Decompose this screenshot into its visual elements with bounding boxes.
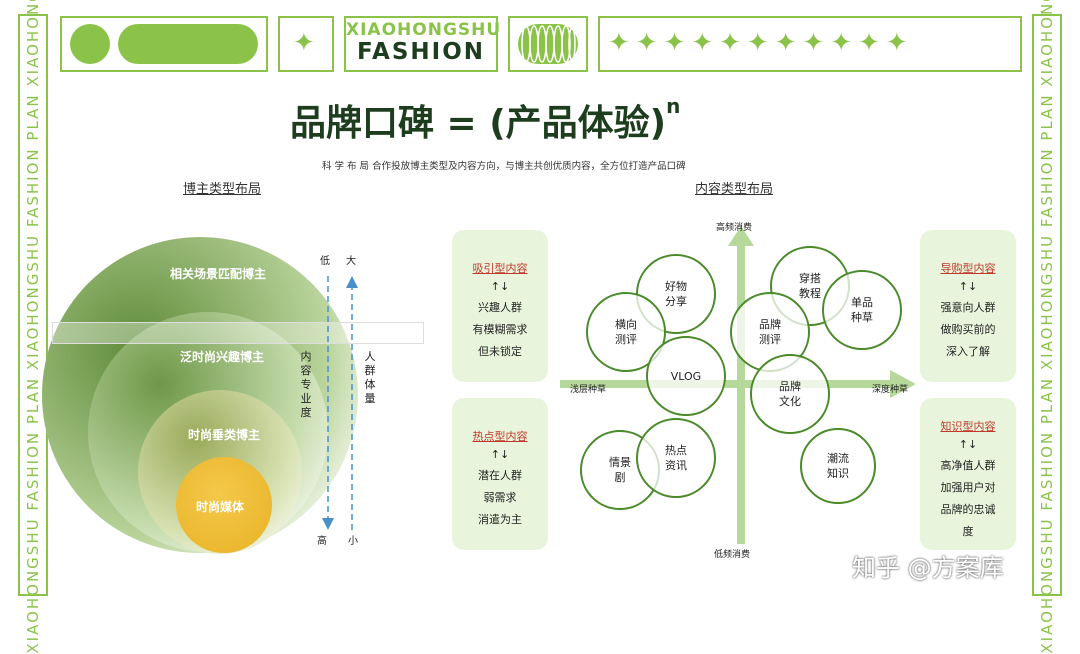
card-guide: 导购型内容 ↑↓ 强意向人群 做购买前的 深入了解 bbox=[920, 230, 1016, 382]
card-arrow: ↑↓ bbox=[490, 448, 510, 461]
card-hotspot: 热点型内容 ↑↓ 潜在人群 弱需求 消遣为主 bbox=[452, 398, 548, 550]
card-line: 有模糊需求 bbox=[472, 323, 528, 336]
card-title: 热点型内容 bbox=[472, 430, 528, 443]
bubble-single-item: 单品 种草 bbox=[822, 270, 902, 350]
card-knowledge: 知识型内容 ↑↓ 高净值人群 加强用户对 品牌的忠诚 度 bbox=[920, 398, 1016, 550]
content-quadrant-axes bbox=[560, 226, 916, 544]
axis1-bottom: 高 bbox=[317, 536, 327, 547]
bubble-hot-news: 热点 资讯 bbox=[636, 418, 716, 498]
layer-label-3: 时尚垂类博主 bbox=[188, 428, 261, 442]
card-attract: 吸引型内容 ↑↓ 兴趣人群 有模糊需求 但未锁定 bbox=[452, 230, 548, 382]
sparkle-row: ✦✦✦✦✦✦✦✦✦✦✦ bbox=[608, 28, 914, 58]
card-line: 强意向人群 bbox=[940, 301, 996, 314]
axis-top-label: 高频消费 bbox=[716, 223, 753, 233]
bubble-trend-knowledge: 潮流 知识 bbox=[800, 428, 876, 504]
card-title: 导购型内容 bbox=[940, 262, 996, 275]
bubble-brand-culture: 品牌 文化 bbox=[750, 354, 830, 434]
brand-line1: XIAOHONGSHU bbox=[346, 20, 502, 40]
card-arrow: ↑↓ bbox=[958, 438, 978, 451]
card-arrow: ↑↓ bbox=[490, 280, 510, 293]
deco-pill bbox=[118, 24, 258, 64]
right-side-text: XIAOHONGSHU FASHION PLAN XIAOHONGSHU FAS… bbox=[1038, 0, 1056, 654]
card-line: 加强用户对 bbox=[940, 481, 996, 494]
card-title: 知识型内容 bbox=[940, 420, 996, 433]
left-section-title: 博主类型布局 bbox=[183, 182, 262, 197]
axis-right-label: 深度种草 bbox=[872, 385, 909, 395]
card-line: 弱需求 bbox=[483, 491, 517, 504]
header-deco-box-4: ✦✦✦✦✦✦✦✦✦✦✦ bbox=[598, 16, 1022, 72]
brand-box: XIAOHONGSHU FASHION bbox=[344, 16, 502, 72]
header-deco-box-2 bbox=[278, 16, 334, 72]
left-axes bbox=[322, 276, 358, 530]
axis-left-label: 浅层种草 bbox=[570, 385, 607, 395]
highlight-strip bbox=[52, 322, 424, 344]
left-side-frame bbox=[18, 14, 48, 596]
page-title-exponent: n bbox=[666, 94, 681, 118]
card-line: 兴趣人群 bbox=[478, 301, 522, 314]
axis2-label: 人群体量 bbox=[364, 350, 376, 405]
card-title: 吸引型内容 bbox=[472, 262, 528, 275]
card-line: 但未锁定 bbox=[478, 345, 522, 358]
sparkle-icon: ✦ bbox=[293, 28, 315, 58]
axis2-bottom: 小 bbox=[348, 536, 358, 547]
right-section-title: 内容类型布局 bbox=[695, 182, 774, 197]
deco-circle bbox=[70, 24, 110, 64]
axis-bottom-label: 低频消费 bbox=[714, 550, 751, 560]
layer-label-2: 泛时尚兴趣博主 bbox=[180, 350, 265, 364]
page-title: 品牌口碑 = (产品体验)n bbox=[290, 94, 790, 146]
bubble-vlog: VLOG bbox=[646, 336, 726, 416]
header-deco-box-3 bbox=[508, 16, 588, 72]
brand-line2: FASHION bbox=[356, 39, 486, 65]
card-line: 度 bbox=[962, 525, 974, 538]
axis2-top: 大 bbox=[346, 256, 356, 267]
page-title-main: 品牌口碑 = (产品体验) bbox=[290, 103, 667, 144]
card-arrow: ↑↓ bbox=[958, 280, 978, 293]
layer-circle-core bbox=[176, 457, 272, 553]
coil-icon bbox=[518, 24, 578, 64]
horizontal-axis-arrow bbox=[560, 370, 916, 398]
axis1-top: 低 bbox=[320, 256, 330, 267]
card-line: 品牌的忠诚 bbox=[940, 503, 996, 516]
page-subtitle: 科 学 布 局 合作投放博主类型及内容方向，与博主共创优质内容，全方位打造产品口… bbox=[322, 161, 686, 172]
right-side-frame bbox=[1032, 14, 1062, 596]
card-line: 高净值人群 bbox=[940, 459, 996, 472]
layer-label-core: 时尚媒体 bbox=[196, 500, 245, 514]
blogger-layer-diagram bbox=[42, 237, 358, 554]
layer-label-1: 相关场景匹配博主 bbox=[170, 267, 267, 281]
watermark: 知乎 @方案库 bbox=[852, 554, 1004, 582]
axis1-label: 内容专业度 bbox=[300, 350, 312, 419]
card-line: 深入了解 bbox=[946, 345, 990, 358]
card-line: 做购买前的 bbox=[940, 323, 996, 336]
card-line: 消遣为主 bbox=[478, 513, 522, 526]
card-line: 潜在人群 bbox=[478, 469, 522, 482]
